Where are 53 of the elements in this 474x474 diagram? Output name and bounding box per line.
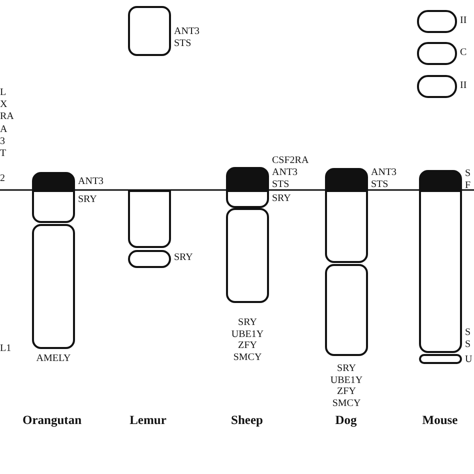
gene-label: STS [174,38,192,50]
chromosome-segment [226,190,269,208]
gene-label: ANT3 [174,26,200,38]
gene-label: ANT3 [371,167,397,178]
gene-label: SRY [337,363,356,374]
heterochromatin-cap [325,168,368,191]
gene-label: ANT3 [78,176,104,188]
gene-label: UBE1Y [330,374,363,386]
gene-label: SMCY [233,352,262,363]
chromosome-segment [32,224,75,349]
gene-label: X [0,99,8,111]
gene-label: S [465,327,471,338]
chromosome-segment [325,190,368,263]
species-name: Mouse [422,413,458,428]
species-name: Orangutan [22,413,82,428]
heterochromatin-cap [419,170,462,191]
chromosome-segment [419,190,462,353]
species-name: Sheep [231,413,263,428]
gene-label: L1 [0,343,12,355]
chromosome-segment [128,6,171,56]
gene-label: SRY [174,252,193,264]
gene-label: A [0,124,8,136]
species-name: Lemur [130,413,166,428]
gene-label: C [460,47,467,58]
heterochromatin-cap [32,172,75,191]
gene-label: U [465,354,472,366]
chromosome-segment [128,190,171,248]
chromosome-segment [417,75,457,98]
chromosome-segment [226,208,269,303]
gene-label: L [0,87,6,99]
chromosome-segment [417,42,457,65]
chromosome-segment [325,264,368,356]
species-name: Dog [335,413,357,428]
gene-label: SRY [78,194,97,206]
gene-label: 3 [0,136,5,148]
heterochromatin-cap [226,167,269,191]
gene-label: RA [0,111,14,123]
gene-label: SRY [272,193,291,204]
gene-label: ANT3 [272,167,298,178]
gene-label: STS [272,179,290,190]
gene-label: S [465,168,471,180]
gene-label: UBE1Y [231,328,264,340]
gene-label: STS [371,179,388,190]
chromosome-segment [128,250,171,268]
chromosome-segment [417,10,457,33]
chromosome-segment [419,354,462,364]
gene-label: CSF2RA [272,155,309,166]
gene-label: SMCY [332,398,361,409]
gene-label: T [0,148,6,160]
gene-label: S [465,339,471,350]
gene-label: 2 [0,173,5,185]
gene-label: SRY [238,317,257,328]
chromosome-segment [32,190,75,223]
